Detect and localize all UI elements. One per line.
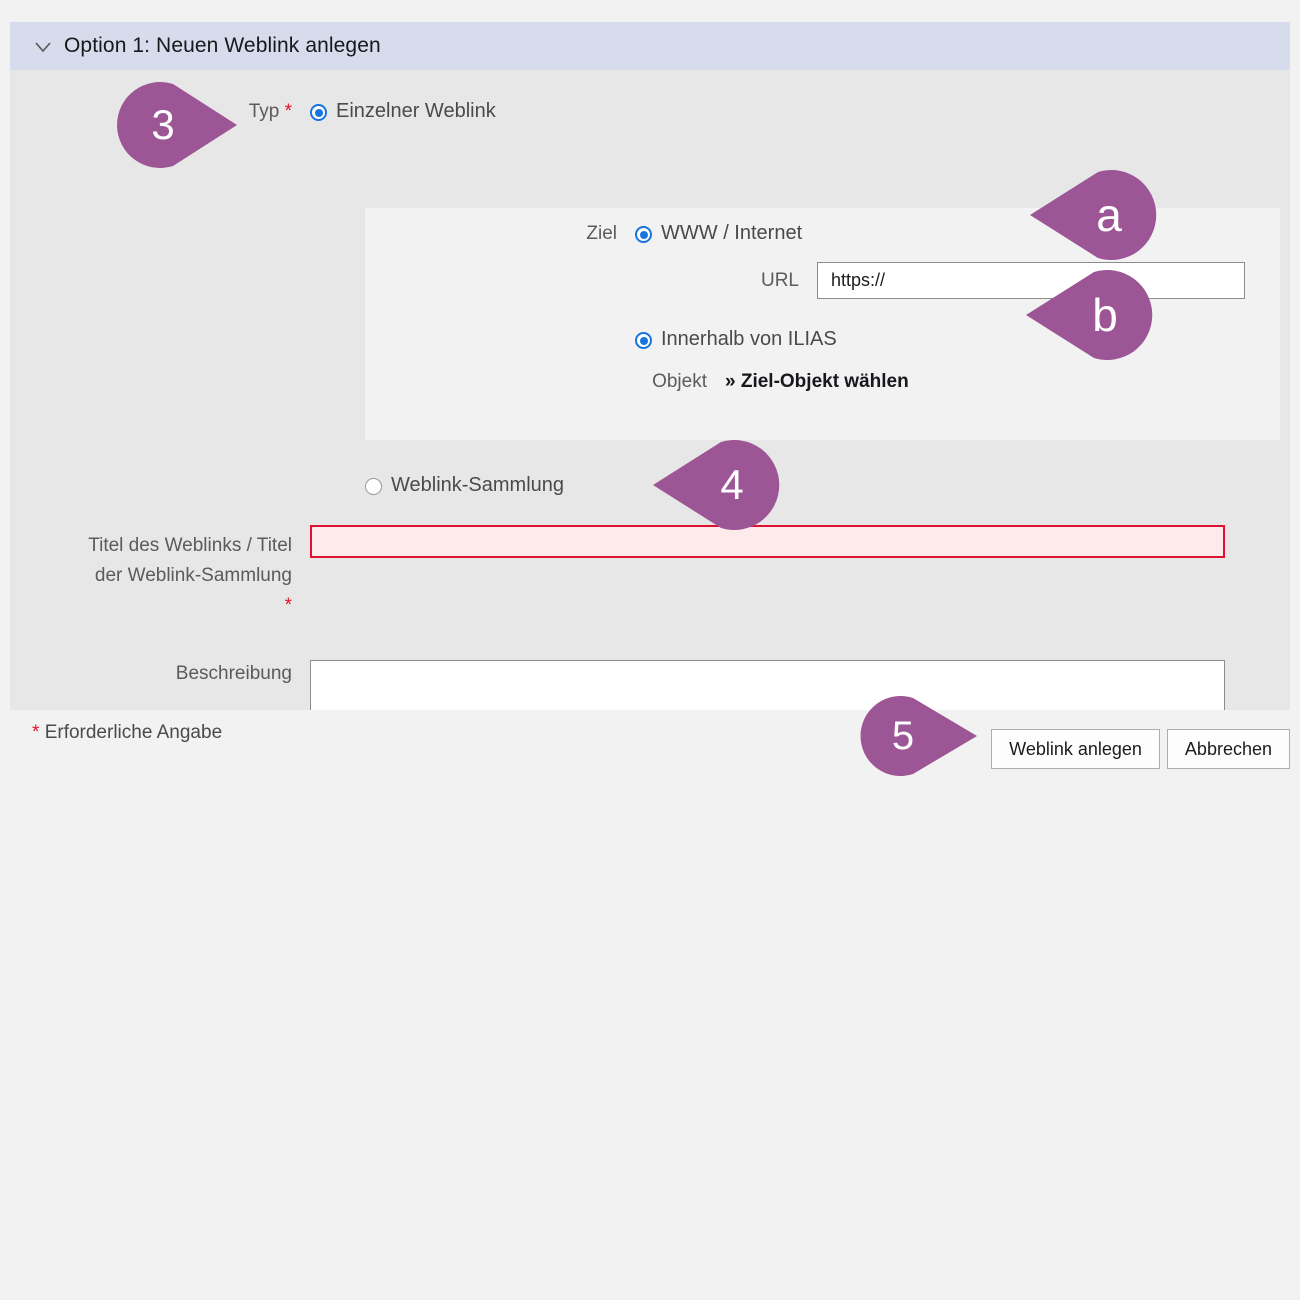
callout-pin-a-label: a <box>1096 189 1122 241</box>
form-footer: * Erforderliche Angabe Weblink anlegen A… <box>10 710 1290 792</box>
typ-label-text: Typ <box>248 101 280 122</box>
callout-pin-b-label: b <box>1092 289 1118 341</box>
url-input[interactable]: https:// <box>817 262 1245 299</box>
titel-label-line1: Titel des Weblinks / Titel <box>88 535 292 556</box>
callout-pin-4-label: 4 <box>720 461 744 508</box>
chevron-down-icon[interactable] <box>32 36 54 58</box>
panel-title: Option 1: Neuen Weblink anlegen <box>64 34 381 57</box>
beschreibung-label: Beschreibung <box>175 663 292 684</box>
callout-pin-5-label: 5 <box>891 714 915 758</box>
titel-label-line2: der Weblink-Sammlung <box>94 565 292 586</box>
required-field-note: * Erforderliche Angabe <box>32 722 222 744</box>
radio-einzelner-weblink-label: Einzelner Weblink <box>336 100 496 122</box>
form-row-titel: Titel des Weblinks / Titel der Weblink-S… <box>10 525 1290 621</box>
url-label: URL <box>760 269 799 291</box>
radio-einzelner-weblink-icon[interactable] <box>310 104 327 121</box>
radio-innerhalb-ilias-icon[interactable] <box>635 332 652 349</box>
ziel-label: Ziel <box>586 222 617 244</box>
titel-required-star: * <box>284 595 292 616</box>
radio-weblink-sammlung-label: Weblink-Sammlung <box>391 474 565 496</box>
form-row-typ: Typ * Einzelner Weblink <box>10 98 1290 125</box>
subrow-objekt: Objekt » Ziel-Objekt wählen <box>365 371 909 393</box>
callout-pin-5: 5 <box>853 696 977 776</box>
ziel-objekt-waehlen-link[interactable]: » Ziel-Objekt wählen <box>725 371 909 392</box>
footer-button-group: Weblink anlegen Abbrechen <box>991 729 1290 769</box>
typ-label: Typ * <box>10 98 310 125</box>
objekt-label: Objekt <box>652 371 707 392</box>
required-note-text: Erforderliche Angabe <box>44 722 223 743</box>
required-note-star: * <box>32 722 40 743</box>
callout-pin-4: 4 <box>653 440 787 530</box>
subrow-innerhalb-ilias: Innerhalb von ILIAS <box>365 328 837 351</box>
submit-weblink-button[interactable]: Weblink anlegen <box>991 729 1160 769</box>
radio-www-internet-icon[interactable] <box>635 226 652 243</box>
radio-innerhalb-ilias-label: Innerhalb von ILIAS <box>661 328 837 350</box>
titel-input[interactable] <box>310 525 1225 558</box>
cancel-button[interactable]: Abbrechen <box>1166 729 1290 769</box>
callout-pin-3-label: 3 <box>151 101 175 148</box>
radio-option-weblink-sammlung[interactable]: Weblink-Sammlung <box>365 474 564 497</box>
radio-www-internet-label: WWW / Internet <box>661 222 803 244</box>
subrow-url: URL https:// <box>365 262 1245 299</box>
subrow-ziel: Ziel WWW / Internet <box>365 222 802 245</box>
radio-weblink-sammlung-icon[interactable] <box>365 478 382 495</box>
panel-header[interactable]: Option 1: Neuen Weblink anlegen <box>10 22 1290 70</box>
typ-required-star: * <box>284 101 292 122</box>
radio-option-einzelner-weblink[interactable]: Einzelner Weblink <box>310 98 496 125</box>
callout-pin-3: 3 <box>113 82 237 168</box>
titel-label: Titel des Weblinks / Titel der Weblink-S… <box>10 525 310 621</box>
callout-pin-a: a <box>1030 170 1164 260</box>
callout-pin-b: b <box>1026 270 1160 360</box>
